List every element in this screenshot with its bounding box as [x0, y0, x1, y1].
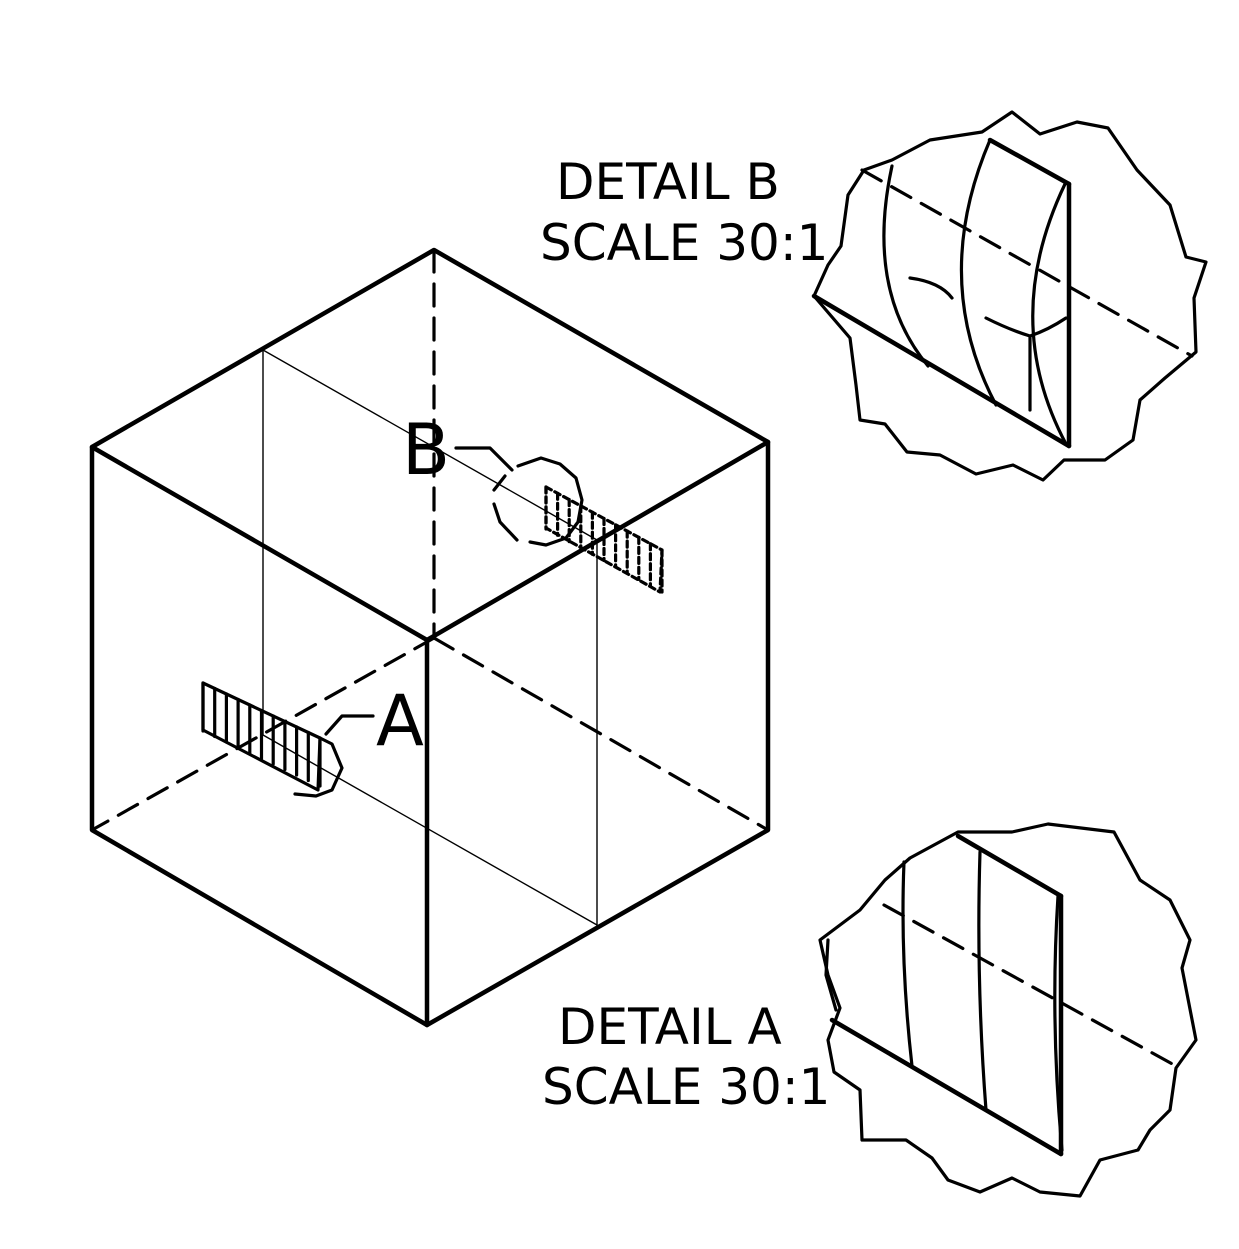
detail-b-thread-crest-3 — [1031, 182, 1068, 446]
detail-b-thread-root — [908, 276, 1068, 412]
cube-construction-line-1 — [262, 349, 598, 541]
detail-a-thread-crest-2 — [977, 850, 988, 1112]
detail-circle-b — [454, 446, 584, 547]
cube-construction-line-4 — [262, 734, 598, 926]
detail-b-centerline — [860, 168, 1194, 358]
callout-a-label: A — [376, 680, 424, 762]
detail-b-boundary — [812, 110, 1208, 482]
detail-b-bottom-edge — [811, 293, 1072, 449]
detail-a-thread-crest-1 — [901, 860, 914, 1068]
detail-a-thread-crest-3 — [1053, 894, 1064, 1152]
detail-view-a — [818, 822, 1198, 1198]
detail-b-top-edge — [987, 137, 1072, 187]
detail-b-thread-crest-2 — [959, 138, 998, 407]
cube-front-edge-left — [89, 444, 430, 643]
callout-a-leader — [324, 714, 375, 736]
detail-a-boundary — [818, 822, 1198, 1198]
detail-circle-b-outline — [492, 456, 584, 547]
callout-b-leader — [454, 446, 514, 472]
detail-b-scale: SCALE 30:1 — [540, 214, 828, 272]
detail-b-title: DETAIL B — [556, 153, 780, 211]
detail-b-thread-crest-1 — [882, 164, 930, 368]
cube-hidden-edge-right — [432, 636, 770, 832]
detail-view-b — [811, 110, 1208, 482]
isometric-cube — [89, 247, 771, 1028]
detail-circle-a — [324, 714, 375, 736]
thread-a-ticks — [201, 681, 322, 788]
detail-a-scale: SCALE 30:1 — [542, 1058, 830, 1116]
cube-hidden-edge-left — [90, 636, 436, 832]
detail-a-centerline — [882, 903, 1178, 1068]
detail-a-left-edge — [824, 938, 838, 1012]
callout-b-label: B — [402, 409, 450, 491]
detail-a-title: DETAIL A — [558, 998, 782, 1056]
thread-a — [201, 681, 344, 798]
thread-a-end — [293, 736, 344, 798]
detail-a-top-edge — [955, 833, 1064, 899]
detail-a-bottom-edge — [829, 1017, 1064, 1157]
cube-front-edge-right — [424, 439, 771, 643]
